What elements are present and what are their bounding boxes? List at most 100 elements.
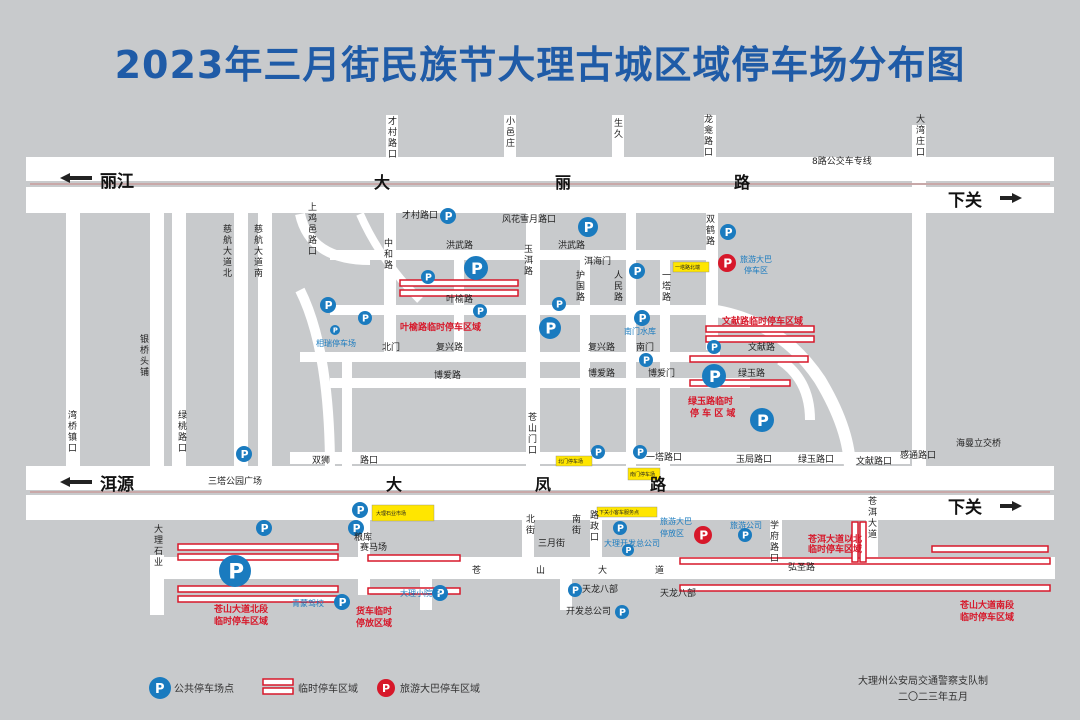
public-parking-icon: P	[578, 217, 598, 237]
temp-zone-canger-v	[851, 521, 859, 563]
road-label-erhaimen: 洱海门	[584, 255, 611, 267]
v-shengjiu	[612, 115, 624, 160]
road-label-caicun-top-char: 才	[388, 115, 397, 127]
road-label-dafeng-1: 大	[386, 475, 402, 494]
temp-zone-yeyu	[399, 289, 519, 297]
place-label-kaifa-co: 大理开发总公司	[604, 538, 660, 548]
legend: P 公共停车场点 临时停车区域 P 旅游大巴停车区域	[149, 677, 480, 699]
public-parking-glyph: P	[572, 585, 579, 596]
public-parking-circle	[568, 583, 582, 597]
map-labels: 丽江洱源下关下关大丽路大凤路苍山大道8路公交车专线才村路口小邑庄生久龙龛路口大湾…	[68, 113, 1015, 629]
v-huguo	[580, 250, 590, 470]
public-parking-glyph: P	[261, 522, 269, 535]
bus-parking-glyph: P	[699, 528, 708, 542]
curve-w	[295, 287, 335, 471]
road-label-lukou: 路口	[360, 454, 378, 466]
direction-lijiang: 丽江	[100, 172, 134, 192]
v-lvtao	[172, 210, 186, 470]
v-grid-1	[454, 250, 464, 360]
public-parking-icon: P	[707, 340, 721, 354]
road-label-hongwu1: 洪武路	[446, 239, 473, 251]
public-parking-glyph: P	[477, 306, 484, 317]
zone-label-cang-er-temp-1: 苍洱大道以北	[807, 533, 862, 545]
road-label-dafeng-3: 路	[650, 475, 667, 494]
yellow-tag	[555, 455, 593, 467]
zone-label-bus-north-2: 停车区	[744, 265, 768, 275]
temp-zone-lvyu	[689, 379, 791, 387]
temp-zone-wenxian2	[689, 355, 809, 363]
zone-label-bus-south-1: 旅游大巴	[660, 516, 692, 526]
road-label-longkan-char: 路	[704, 135, 713, 147]
zone-label-lvyu-temp-1: 绿玉路临时	[688, 395, 733, 407]
road-label-saimachang: 赛马场	[360, 541, 387, 553]
v-canghai	[866, 505, 878, 560]
yellow-tag-text: 北门停车场	[558, 458, 583, 465]
road-label-cihang-s-char: 慈	[254, 223, 263, 235]
road-label-huguo-char: 护	[576, 269, 585, 281]
zone-label-cangshan-s-1: 苍山大道南段	[959, 599, 1015, 611]
zone-label-cangshan-n-2: 临时停车区域	[214, 615, 268, 627]
public-parking-icon: P	[639, 353, 653, 367]
temp-zone-cangshan-s2	[931, 545, 1049, 553]
yellow-tag	[627, 467, 661, 481]
public-parking-circle	[633, 445, 647, 459]
bus-parking-icon: P	[718, 254, 736, 272]
temp-zone-cangshan-n2	[177, 585, 339, 593]
road-label-cangshan-2: 山	[536, 565, 545, 576]
curve-e2	[777, 355, 815, 421]
public-parking-circle	[320, 297, 336, 313]
bus-parking-glyph: P	[723, 256, 732, 270]
road-label-xuefu-char: 学	[770, 519, 779, 531]
v-xiaoyi	[504, 115, 516, 160]
road-label-lvtao-char: 桃	[178, 420, 187, 432]
footer-date: 二〇二三年五月	[898, 690, 968, 703]
road-label-cihang-n-char: 北	[223, 268, 232, 279]
road-label-xiaoyizhuang-char: 庄	[506, 137, 515, 149]
road-label-dawanzhuang-char: 湾	[916, 124, 925, 136]
road-label-cihang-s-char: 南	[254, 267, 263, 279]
road-label-yuer-char: 洱	[524, 255, 533, 266]
road-label-shangjiyi-char: 上	[308, 202, 317, 213]
public-parking-circle	[464, 256, 488, 280]
public-parking-circle	[738, 528, 752, 542]
curve-e	[709, 304, 856, 471]
road-label-lvtao-char: 路	[178, 431, 187, 443]
road-label-yita1-char: 塔	[662, 280, 671, 292]
road-label-cihang-s-char: 道	[254, 256, 263, 268]
road-label-xuefu-char: 口	[770, 554, 779, 564]
footer-org: 大理州公安局交通警察支队制	[858, 674, 988, 687]
public-parking-glyph: P	[228, 560, 244, 585]
public-parking-glyph: P	[445, 210, 453, 223]
road-label-fuxing1: 复兴路	[436, 341, 463, 353]
road-label-huguo-char: 国	[576, 281, 585, 292]
public-parking-circle	[702, 364, 726, 388]
public-parking-circle	[219, 555, 251, 587]
road-label-wanqiao-char: 桥	[68, 420, 77, 432]
public-parking-glyph: P	[362, 313, 369, 324]
road-label-caicun2: 才村路口	[402, 209, 438, 221]
road-label-yuer-char: 路	[524, 265, 533, 277]
road-label-canghai-char: 大	[868, 517, 877, 529]
public-parking-icon: P	[358, 311, 372, 325]
public-parking-icon: P	[622, 544, 634, 556]
public-parking-icon: P	[464, 256, 488, 280]
road-label-lvtao-char: 口	[178, 444, 187, 454]
public-parking-glyph: P	[545, 319, 556, 337]
road-label-liangku: 粮库	[354, 531, 372, 543]
temp-zone-yeyu	[399, 279, 519, 287]
public-parking-circle	[256, 520, 272, 536]
road-label-shangjiyi-char: 路	[308, 234, 317, 246]
road-label-yinqiao-char: 头	[140, 356, 149, 367]
road-label-xiaoyizhuang-char: 小	[506, 116, 515, 127]
direction-arrows	[60, 173, 1022, 511]
public-parking-icon: P	[440, 208, 456, 224]
road-label-cihang-s-char: 航	[254, 234, 263, 246]
public-parking-icon: P	[633, 445, 647, 459]
legend-public-icon	[149, 677, 171, 699]
public-parking-icon: P	[421, 270, 435, 284]
road-label-cangshanmen-char: 苍	[528, 411, 537, 423]
public-parking-glyph: P	[339, 596, 347, 609]
arrow-left-icon	[60, 477, 92, 487]
v-yita	[660, 250, 670, 470]
